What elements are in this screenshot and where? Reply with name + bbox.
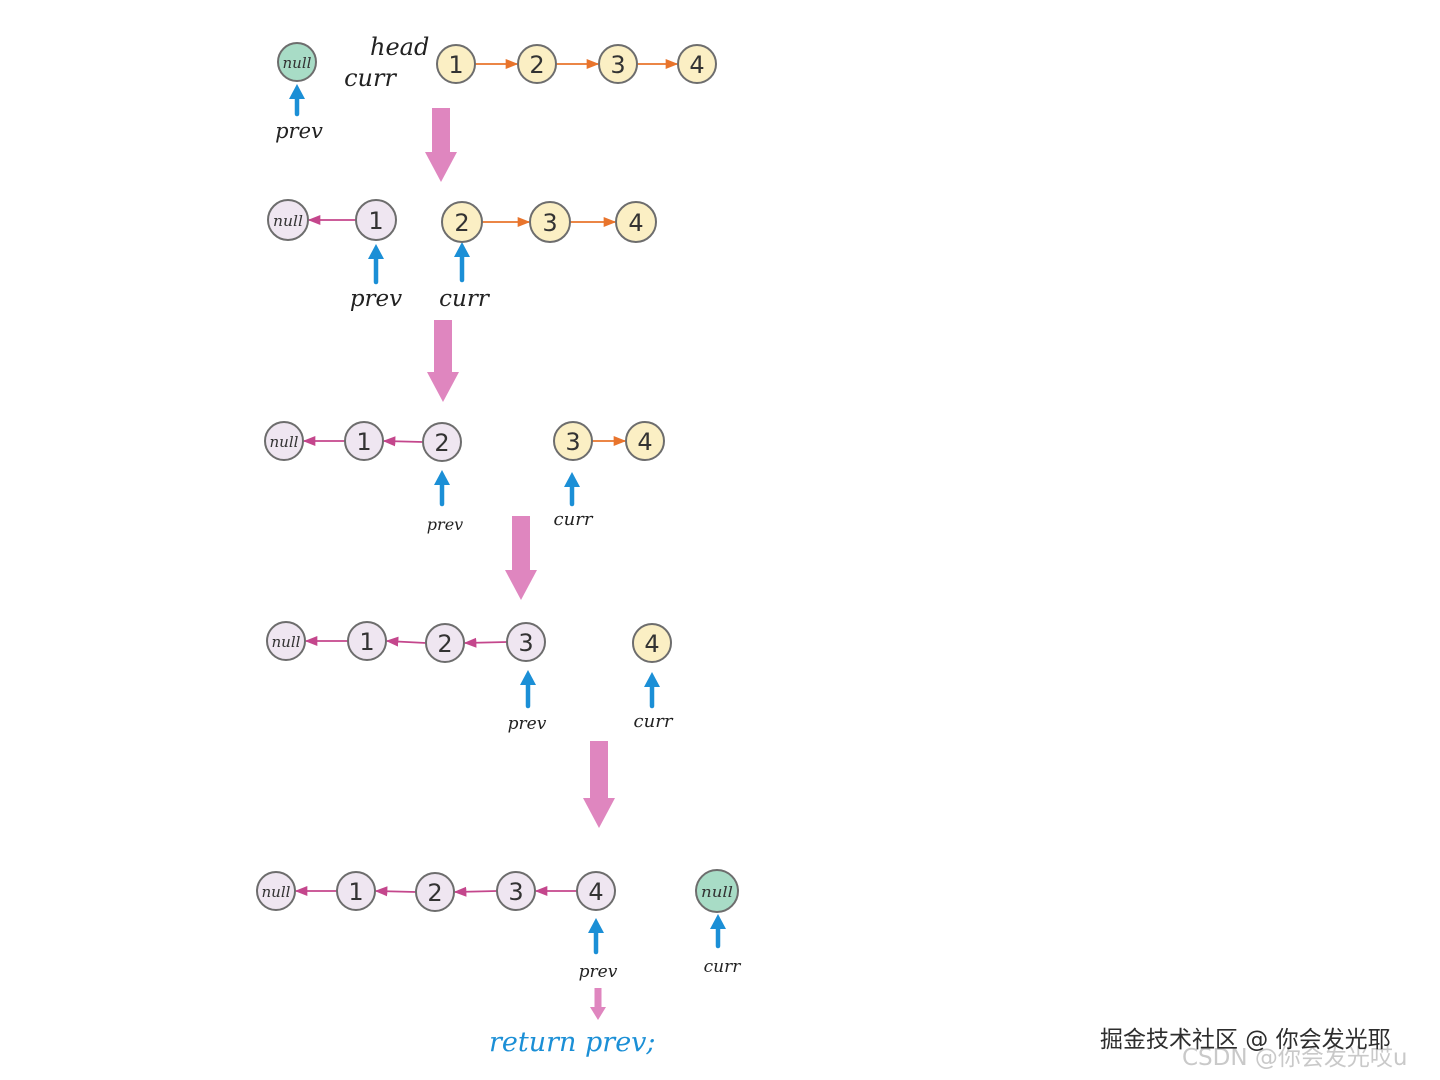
step-0-node-2: [517, 44, 557, 84]
step-2-next-step-arrow-shaft: [512, 516, 530, 572]
step-4-node-2: [415, 872, 455, 912]
step-3-node-4-label: 4: [644, 630, 659, 658]
step-0-node-3-label: 3: [610, 51, 625, 79]
step-3-node-3-label: 3: [518, 629, 533, 657]
step-4-prev-label: prev: [579, 962, 618, 982]
step-1-node-2-label: 2: [454, 209, 469, 237]
step-4-null-current-node: [695, 869, 739, 913]
step-2-node-3-label: 3: [565, 428, 580, 456]
step-2-curr-label: curr: [554, 509, 594, 530]
step-0-node-1: [436, 44, 476, 84]
step-4-node-4-label: 4: [588, 878, 603, 906]
step-4-node-1: [336, 871, 376, 911]
step-1-next-step-arrow-head: [427, 372, 459, 402]
step-2-node-4: [625, 421, 665, 461]
step-0-node-2-label: 2: [529, 51, 544, 79]
step-1-node-1-label: 1: [368, 207, 383, 235]
step-3-next-step-arrow-head: [583, 798, 615, 828]
step-0-curr-label: curr: [344, 64, 397, 92]
step-4-curr-arrow-head: [710, 914, 726, 929]
step-0-node-4-label: 4: [689, 51, 704, 79]
step-4-null-current-node-label: null: [701, 883, 733, 901]
step-2-node-1-label: 1: [356, 428, 371, 456]
labels-layer: null 1 2 3 4 prev curr head null 1 2 3 4 prev curr null…: [262, 33, 742, 1058]
step-4-reversed-link-2-to-1: [374, 886, 417, 897]
step-2-node-3: [553, 421, 593, 461]
step-3-next-step-arrow-shaft: [590, 741, 608, 800]
step-4-return-arrow-shaft: [594, 988, 602, 1008]
step-1-node-3: [529, 201, 571, 243]
step-4-node-4: [576, 871, 616, 911]
juejin-watermark: 掘金技术社区 @ 你会发光耶: [1100, 1027, 1391, 1053]
step-2-null-node-label: null: [270, 433, 299, 451]
step-3-node-4: [632, 623, 672, 663]
step-4-null-node: [256, 871, 296, 911]
step-4-node-2-label: 2: [427, 879, 442, 907]
step-1-prev-arrow-head: [368, 244, 384, 259]
step-1-curr-arrow-head: [454, 242, 470, 257]
step-1-node-2: [441, 201, 483, 243]
step-2-node-2: [422, 422, 462, 462]
step-1-node-4-label: 4: [628, 209, 643, 237]
pointer-arrows-layer: [289, 84, 726, 1020]
step-3-null-node: [266, 621, 306, 661]
csdn-watermark: CSDN @你会发光哎u: [1182, 1045, 1408, 1071]
step-2-prev-label: prev: [427, 515, 463, 534]
step-2-next-step-arrow-head: [505, 570, 537, 600]
step-0-node-1-label: 1: [448, 51, 463, 79]
step-1-curr-label: curr: [439, 286, 491, 312]
step-0-next-step-arrow-head: [425, 152, 457, 182]
step-4-node-3: [496, 871, 536, 911]
step-0-prev-arrow-head: [289, 84, 305, 99]
step-4-node-3-label: 3: [508, 878, 523, 906]
step-2-node-4-label: 4: [637, 428, 652, 456]
step-1-null-node: [267, 199, 309, 241]
step-4-null-node-label: null: [262, 883, 291, 901]
step-0-node-4: [677, 44, 717, 84]
step-2-prev-arrow-head: [434, 470, 450, 485]
step-1-node-3-label: 3: [542, 209, 557, 237]
step-1-prev-label: prev: [350, 286, 402, 312]
step-0-head-label: head: [370, 33, 429, 61]
step-3-node-3: [506, 622, 546, 662]
step-2-curr-arrow-head: [564, 472, 580, 487]
step-3-curr-arrow-head: [644, 672, 660, 687]
step-1-null-node-label: null: [273, 212, 303, 230]
step-0-null-node-label: null: [283, 54, 312, 72]
links-layer: [294, 58, 679, 897]
step-3-reversed-link-3-to-2: [463, 637, 508, 648]
step-2-null-node: [264, 421, 304, 461]
step-3-reversed-link-2-to-1: [385, 636, 427, 647]
nodes-layer: [256, 42, 739, 913]
step-2-node-2-label: 2: [434, 429, 449, 457]
step-3-node-1: [347, 621, 387, 661]
step-1-node-4: [615, 201, 657, 243]
step-2-node-1: [344, 421, 384, 461]
step-0-node-3: [598, 44, 638, 84]
step-1-next-step-arrow-shaft: [434, 320, 452, 374]
step-2-reversed-link-2-to-1: [382, 436, 424, 447]
step-0-next-step-arrow-shaft: [432, 108, 450, 154]
step-1-node-1: [355, 199, 397, 241]
step-0-prev-label: prev: [275, 119, 323, 143]
return-prev-statement: return prev;: [489, 1027, 656, 1058]
step-3-prev-label: prev: [508, 714, 547, 734]
step-3-node-1-label: 1: [359, 628, 374, 656]
step-4-reversed-link-3-to-2: [453, 886, 498, 897]
step-4-prev-arrow-head: [588, 918, 604, 933]
step-0-null-node: [277, 42, 317, 82]
step-4-return-arrow-head: [590, 1007, 606, 1020]
step-3-node-2: [425, 623, 465, 663]
step-3-node-2-label: 2: [437, 630, 452, 658]
step-3-null-node-label: null: [272, 633, 301, 651]
step-4-node-1-label: 1: [348, 878, 363, 906]
step-3-curr-label: curr: [634, 711, 674, 732]
step-4-curr-label: curr: [704, 957, 742, 977]
step-3-prev-arrow-head: [520, 670, 536, 685]
